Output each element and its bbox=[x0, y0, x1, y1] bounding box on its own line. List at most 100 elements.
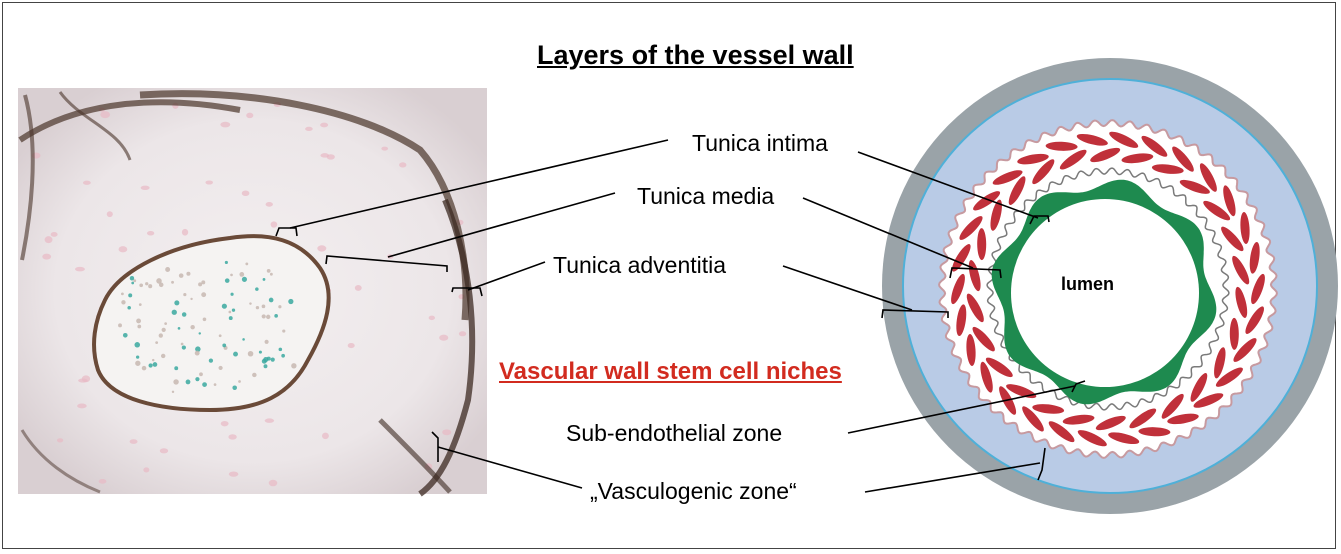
nucleus-dot bbox=[42, 254, 51, 260]
lumen-cell-dot bbox=[274, 314, 278, 318]
lumen-cell-dot bbox=[152, 359, 154, 361]
label-lumen: lumen bbox=[1061, 274, 1114, 295]
lumen-cell-dot bbox=[239, 272, 244, 277]
lumen-cell-dot bbox=[249, 302, 251, 304]
lumen-cell-dot bbox=[153, 362, 158, 367]
nucleus-dot bbox=[100, 111, 110, 118]
lumen-cell-dot bbox=[199, 372, 203, 376]
lumen-cell-dot bbox=[266, 315, 270, 319]
nucleus-dot bbox=[143, 467, 149, 472]
lumen-cell-dot bbox=[174, 300, 179, 305]
lumen-cell-dot bbox=[173, 379, 178, 384]
lumen-cell-dot bbox=[242, 277, 247, 282]
nucleus-dot bbox=[119, 246, 128, 252]
nucleus-dot bbox=[228, 434, 236, 439]
lumen-cell-dot bbox=[270, 273, 273, 276]
lumen-cell-dot bbox=[228, 311, 231, 314]
lumen-cell-dot bbox=[172, 310, 177, 315]
lumen-cell-dot bbox=[288, 299, 293, 304]
lumen-cell-dot bbox=[159, 333, 163, 337]
nucleus-dot bbox=[399, 162, 406, 167]
nucleus-dot bbox=[160, 448, 168, 453]
lumen-cell-dot bbox=[155, 341, 158, 344]
lumen-cell-dot bbox=[291, 363, 296, 368]
lumen-cell-dot bbox=[198, 282, 202, 286]
lumen-cell-dot bbox=[121, 292, 124, 295]
lumen-cell-dot bbox=[252, 373, 256, 377]
lumen-cell-dot bbox=[263, 278, 266, 281]
lumen-cell-dot bbox=[265, 340, 269, 344]
lumen-cell-dot bbox=[225, 261, 228, 264]
lumen-cell-dot bbox=[195, 351, 200, 356]
nucleus-dot bbox=[269, 480, 278, 486]
lumen-cell-dot bbox=[262, 314, 266, 318]
nucleus-dot bbox=[266, 202, 273, 207]
lumen-cell-dot bbox=[281, 354, 285, 358]
lumen-cell-dot bbox=[256, 306, 259, 309]
lumen-cell-dot bbox=[164, 322, 167, 325]
nucleus-dot bbox=[57, 438, 63, 442]
lumen-cell-dot bbox=[121, 300, 125, 304]
lumen-cell-dot bbox=[232, 309, 235, 312]
lumen-cell-dot bbox=[209, 358, 213, 362]
label-vasculogenic-zone: „Vasculogenic zone“ bbox=[590, 478, 797, 505]
nucleus-dot bbox=[320, 153, 329, 158]
lumen-cell-dot bbox=[278, 305, 281, 308]
lumen-cell-dot bbox=[142, 366, 147, 371]
label-tunica-adventitia: Tunica adventitia bbox=[553, 252, 726, 279]
lumen-cell-dot bbox=[137, 325, 141, 329]
lumen-cell-dot bbox=[203, 318, 207, 322]
lumen-cell-dot bbox=[172, 391, 174, 393]
lumen-cell-dot bbox=[123, 333, 128, 338]
lumen-cell-dot bbox=[255, 287, 259, 291]
lumen-cell-dot bbox=[238, 380, 241, 383]
lumen-cell-dot bbox=[139, 283, 143, 287]
lumen-cell-dot bbox=[139, 303, 142, 306]
nucleus-dot bbox=[77, 404, 87, 409]
nucleus-dot bbox=[265, 418, 274, 422]
lumen-cell-dot bbox=[133, 279, 136, 282]
lumen-cell-dot bbox=[229, 316, 233, 320]
lumen-cell-dot bbox=[136, 319, 141, 324]
lumen-cell-dot bbox=[136, 355, 139, 358]
lumen-cell-dot bbox=[230, 293, 233, 296]
nucleus-dot bbox=[182, 229, 188, 236]
label-subendothelial-zone: Sub-endothelial zone bbox=[566, 420, 782, 447]
nucleus-dot bbox=[220, 122, 230, 128]
lumen-cell-dot bbox=[186, 380, 191, 385]
nucleus-dot bbox=[355, 285, 362, 291]
lumen-cell-dot bbox=[262, 359, 267, 364]
lumen-cell-dot bbox=[190, 298, 192, 300]
nucleus-dot bbox=[83, 181, 91, 185]
nucleus-dot bbox=[271, 221, 278, 227]
lumen-cell-dot bbox=[161, 354, 165, 358]
lumen-cell-dot bbox=[165, 267, 170, 272]
histology-micrograph bbox=[18, 88, 487, 494]
lumen-cell-dot bbox=[128, 293, 132, 297]
diagram-title: Layers of the vessel wall bbox=[537, 40, 854, 71]
label-tunica-intima: Tunica intima bbox=[692, 130, 828, 157]
nucleus-dot bbox=[221, 421, 229, 426]
lumen-cell-dot bbox=[199, 332, 201, 334]
nucleus-dot bbox=[348, 343, 355, 348]
nucleus-dot bbox=[205, 180, 213, 184]
nucleus-dot bbox=[45, 236, 53, 243]
lumen-cell-dot bbox=[264, 364, 268, 368]
lumen-cell-dot bbox=[222, 304, 227, 309]
lumen-cell-dot bbox=[181, 343, 184, 346]
nucleus-dot bbox=[141, 186, 150, 190]
lumen-cell-dot bbox=[145, 282, 148, 285]
lumen-cell-dot bbox=[148, 284, 152, 288]
lumen-cell-dot bbox=[202, 382, 207, 387]
nucleus-dot bbox=[320, 123, 328, 128]
lumen-cell-dot bbox=[131, 282, 134, 285]
lumen-cell-dot bbox=[130, 276, 134, 280]
lumen-cell-dot bbox=[219, 334, 222, 337]
lumen-cell-dot bbox=[214, 383, 217, 386]
nucleus-dot bbox=[99, 479, 107, 484]
lumen-cell-dot bbox=[127, 306, 131, 310]
lumen-cell-dot bbox=[171, 281, 174, 284]
nucleus-dot bbox=[51, 232, 58, 237]
lumen-cell-dot bbox=[218, 366, 222, 370]
lumen-cell-dot bbox=[269, 298, 274, 303]
